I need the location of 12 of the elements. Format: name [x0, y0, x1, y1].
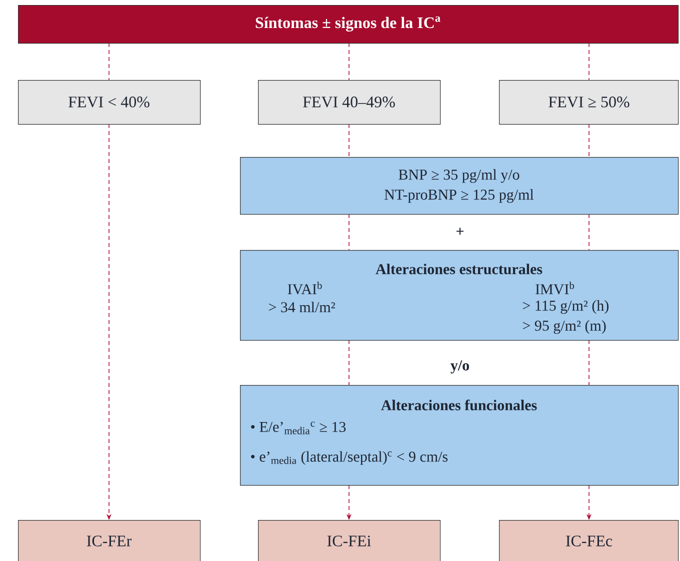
criteria-box: BNP ≥ 35 pg/ml y/o NT-proBNP ≥ 125 pg/ml — [240, 157, 679, 215]
category-box: FEVI ≥ 50% — [499, 80, 679, 125]
criteria-box: Alteraciones estructurales IVAI$^{b}$ > 34 ml/m² IMVI$^{b}$ > 115 g/m² (h) > 95 g/m² (m) — [240, 250, 679, 341]
category-box: FEVI < 40% — [18, 80, 201, 125]
result-box: IC-FEr — [18, 520, 201, 561]
title-banner: Síntomas ± signos de la IC$^{a}$ — [18, 5, 679, 44]
result-box: IC-FEc — [499, 520, 679, 561]
criteria-box: Alteraciones funcionales • E/e’$_{media}$$^{c}$ ≥ 13 • e’$_{media}$ (lateral/septal)$^{c}$ < 9 cm/s — [240, 385, 679, 486]
result-box: IC-FEi — [258, 520, 441, 561]
connector-word: y/o — [450, 360, 470, 374]
connector-word: + — [456, 228, 464, 235]
category-box: FEVI 40–49% — [258, 80, 441, 125]
